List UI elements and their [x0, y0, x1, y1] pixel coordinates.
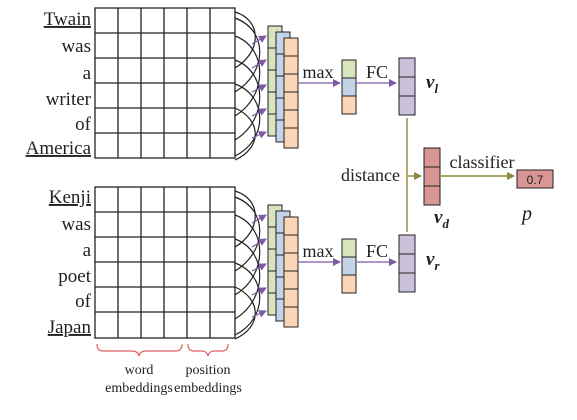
top-word-2: was — [61, 36, 91, 57]
embedding-braces — [96, 343, 229, 357]
top-feature-maps — [267, 25, 299, 149]
v-r-vector — [398, 234, 416, 293]
bottom-fc-label: FC — [366, 241, 388, 261]
output-value: 0.7 — [527, 173, 544, 187]
bottom-word-4: poet — [58, 266, 91, 287]
bottom-words: Kenji was a poet of Japan — [48, 187, 92, 338]
bottom-word-3: a — [83, 240, 92, 261]
embedding-captions: word embeddings position embeddings — [105, 363, 242, 396]
distance-classifier: distance vd classifier 0.7 p — [341, 118, 554, 232]
v-d-vector — [423, 147, 441, 206]
top-word-6: America — [26, 138, 92, 159]
position-embeddings-line2: embeddings — [174, 381, 242, 396]
top-max-label: max — [303, 62, 334, 82]
top-fc-label: FC — [366, 62, 388, 82]
top-conv-arrows — [251, 35, 267, 139]
position-embeddings-line1: position — [185, 363, 230, 378]
v-r-label: vr — [426, 249, 440, 273]
v-d-label: vd — [434, 207, 449, 231]
output-box — [516, 169, 554, 189]
word-embeddings-line2: embeddings — [105, 381, 173, 396]
top-conv-curves — [234, 11, 261, 161]
bottom-word-1: Kenji — [49, 187, 91, 208]
bottom-pooled-vector — [341, 238, 357, 294]
top-word-3: a — [83, 63, 92, 84]
bottom-conv-arrows — [251, 214, 267, 318]
bottom-word-6: Japan — [48, 317, 92, 338]
word-embeddings-line1: word — [125, 363, 154, 378]
p-label: p — [520, 203, 532, 225]
top-branch: Twain was a writer of America — [26, 7, 438, 161]
bottom-branch: Kenji was a poet of Japan — [48, 186, 440, 340]
bottom-word-5: of — [75, 291, 92, 312]
bottom-conv-curves — [234, 190, 261, 340]
bottom-embedding-grid — [94, 186, 236, 339]
top-word-1: Twain — [44, 9, 92, 30]
top-embedding-grid — [94, 7, 236, 159]
top-word-4: writer — [46, 89, 92, 110]
top-words: Twain was a writer of America — [26, 9, 92, 159]
bottom-feature-maps — [267, 204, 299, 328]
bottom-word-2: was — [61, 214, 91, 235]
classifier-label: classifier — [450, 152, 515, 172]
v-l-vector — [398, 57, 416, 116]
top-word-5: of — [75, 114, 92, 135]
bottom-max-label: max — [303, 241, 334, 261]
top-pooled-vector — [341, 59, 357, 115]
distance-label: distance — [341, 165, 400, 185]
v-l-label: vl — [426, 72, 438, 96]
